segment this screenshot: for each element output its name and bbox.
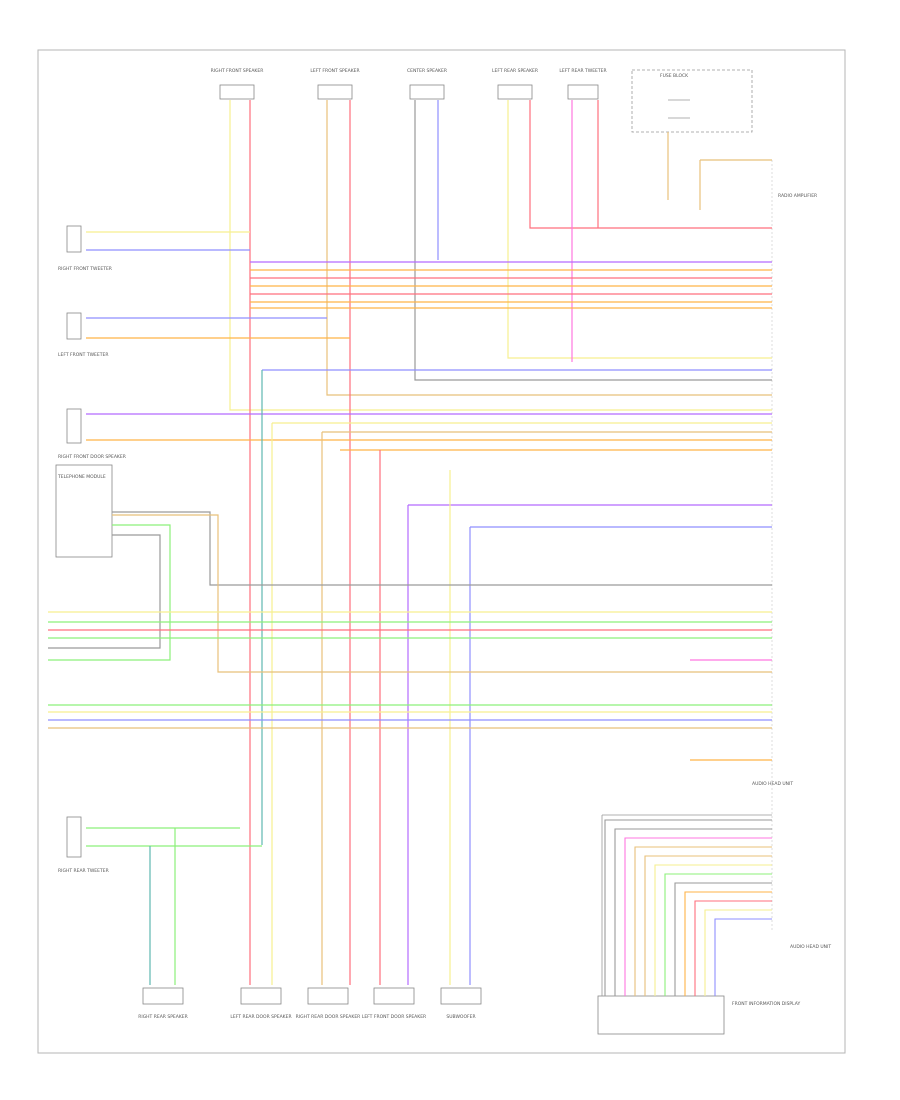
top-speaker-rf: RIGHT FRONT SPEAKER xyxy=(211,68,264,100)
audio-head-unit-label: AUDIO HEAD UNIT xyxy=(752,781,793,787)
bottom-component-label: LEFT FRONT DOOR SPEAKER xyxy=(362,1014,426,1020)
top-speaker-lr: LEFT REAR SPEAKER xyxy=(492,68,538,100)
bottom-door-speaker-rr: RIGHT REAR DOOR SPEAKER xyxy=(296,987,361,1020)
left-door-speaker-rf: RIGHT FRONT DOOR SPEAKER xyxy=(58,408,126,460)
bottom-component-label: LEFT REAR DOOR SPEAKER xyxy=(230,1014,291,1020)
wire xyxy=(634,846,772,996)
wire xyxy=(654,864,772,996)
module-box xyxy=(55,464,113,558)
speaker-body xyxy=(373,987,415,1005)
bottom-speaker-rr: RIGHT REAR SPEAKER xyxy=(138,987,188,1020)
speaker-body xyxy=(497,84,533,100)
bottom-door-speaker-lf: LEFT FRONT DOOR SPEAKER xyxy=(362,987,426,1020)
wire xyxy=(529,100,772,229)
wire xyxy=(664,873,772,996)
left-component-label: LEFT FRONT TWEETER xyxy=(58,352,108,358)
audio-head-unit-label-2: AUDIO HEAD UNIT xyxy=(790,944,831,950)
speaker-body xyxy=(240,987,282,1005)
tweeter-body xyxy=(66,312,82,340)
speaker-body xyxy=(440,987,482,1005)
left-component-label: RIGHT FRONT DOOR SPEAKER xyxy=(58,454,126,460)
radio-amplifier-label: RADIO AMPLIFIER xyxy=(778,193,817,199)
telephone-module: TELEPHONE MODULE xyxy=(55,464,113,558)
speaker-body xyxy=(219,84,255,100)
speaker-body xyxy=(567,84,599,100)
diagram-frame xyxy=(37,49,846,1054)
left-component-label: TELEPHONE MODULE xyxy=(57,474,106,480)
bottom-door-speaker-lr: LEFT REAR DOOR SPEAKER xyxy=(230,987,292,1020)
speaker-body xyxy=(317,84,353,100)
wire xyxy=(684,891,772,996)
fuse-block-box xyxy=(631,69,753,133)
display-box xyxy=(597,995,725,1035)
speaker-body xyxy=(66,408,82,444)
right-rear-tweeter: RIGHT REAR TWEETER xyxy=(58,816,109,874)
speaker-body xyxy=(142,987,184,1005)
top-speaker-label: LEFT REAR TWEETER xyxy=(559,68,606,74)
fuse-block-label: FUSE BLOCK xyxy=(660,73,689,79)
front-information-display: FRONT INFORMATION DISPLAY xyxy=(597,995,800,1035)
wire xyxy=(604,819,772,996)
wire xyxy=(326,100,772,396)
wire xyxy=(714,918,772,996)
left-component-label: RIGHT FRONT TWEETER xyxy=(58,266,112,272)
bottom-component-label: RIGHT REAR DOOR SPEAKER xyxy=(296,1014,361,1020)
tweeter-body xyxy=(66,225,82,253)
wire xyxy=(112,514,772,673)
bottom-component-label: RIGHT REAR SPEAKER xyxy=(138,1014,188,1020)
top-tweeter-lr: LEFT REAR TWEETER xyxy=(559,68,607,100)
top-speaker-center: CENTER SPEAKER xyxy=(407,68,447,100)
wire xyxy=(414,100,772,381)
wire xyxy=(624,837,772,996)
wire xyxy=(644,855,772,996)
top-speaker-label: LEFT FRONT SPEAKER xyxy=(310,68,359,74)
wire xyxy=(48,534,161,649)
wire xyxy=(229,100,772,411)
fuse-block: FUSE BLOCK xyxy=(631,69,753,133)
wire-layer xyxy=(48,100,772,996)
wire xyxy=(507,100,772,359)
speaker-body xyxy=(409,84,445,100)
wire xyxy=(614,828,772,996)
top-speaker-label: RIGHT FRONT SPEAKER xyxy=(211,68,264,74)
wire xyxy=(112,511,772,586)
wire xyxy=(694,900,772,996)
bottom-subwoofer: SUBWOOFER xyxy=(440,987,482,1020)
top-speaker-label: CENTER SPEAKER xyxy=(407,68,447,74)
left-tweeter-lf: LEFT FRONT TWEETER xyxy=(58,312,108,358)
wire xyxy=(704,909,772,996)
wire xyxy=(48,524,171,661)
front-info-label: FRONT INFORMATION DISPLAY xyxy=(732,1001,800,1007)
left-tweeter-rf: RIGHT FRONT TWEETER xyxy=(58,225,112,272)
speaker-body xyxy=(307,987,349,1005)
wire xyxy=(674,882,772,996)
top-speaker-label: LEFT REAR SPEAKER xyxy=(492,68,538,74)
left-component-label: RIGHT REAR TWEETER xyxy=(58,868,109,874)
bottom-component-label: SUBWOOFER xyxy=(446,1014,475,1020)
top-speaker-lf: LEFT FRONT SPEAKER xyxy=(310,68,360,100)
tweeter-body xyxy=(66,816,82,858)
